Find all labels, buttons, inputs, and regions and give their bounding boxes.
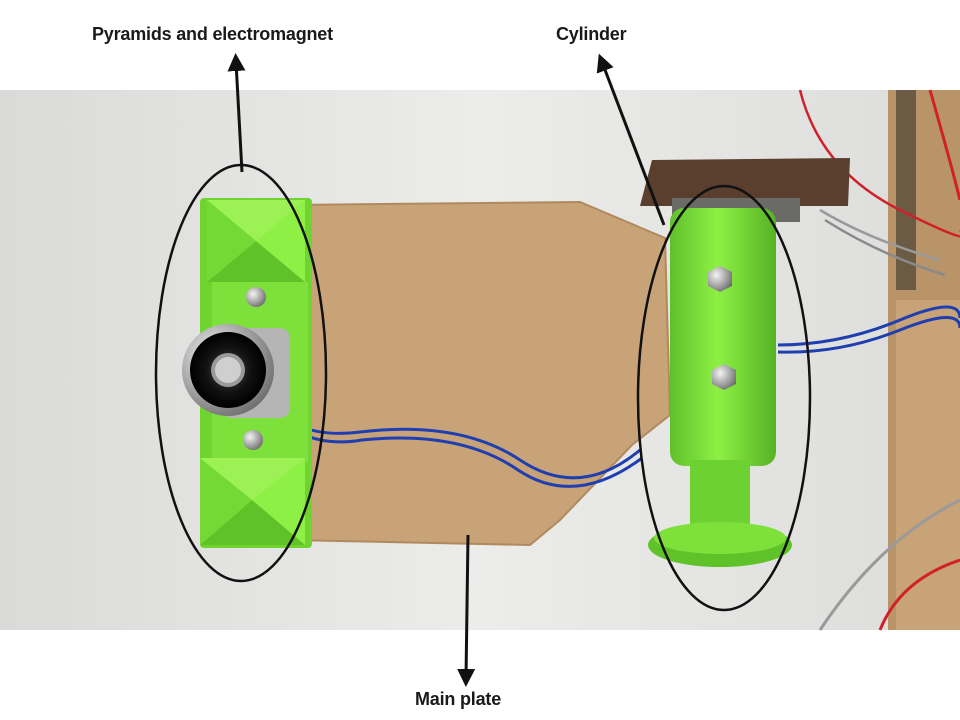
pyramids-arrow — [227, 53, 246, 173]
cylinder-arrow — [596, 53, 666, 226]
label-main-plate: Main plate — [415, 689, 502, 709]
cylinder-assembly — [640, 158, 850, 567]
right-frame — [798, 89, 960, 631]
label-pyramids-electromagnet: Pyramids and electromagnet — [92, 24, 333, 44]
blue-wires — [260, 305, 960, 488]
main-plate — [289, 200, 672, 547]
label-cylinder: Cylinder — [556, 24, 627, 44]
main-plate-arrow — [457, 534, 476, 687]
electromagnet — [182, 324, 290, 418]
cylinder-highlight-ellipse — [636, 184, 812, 612]
